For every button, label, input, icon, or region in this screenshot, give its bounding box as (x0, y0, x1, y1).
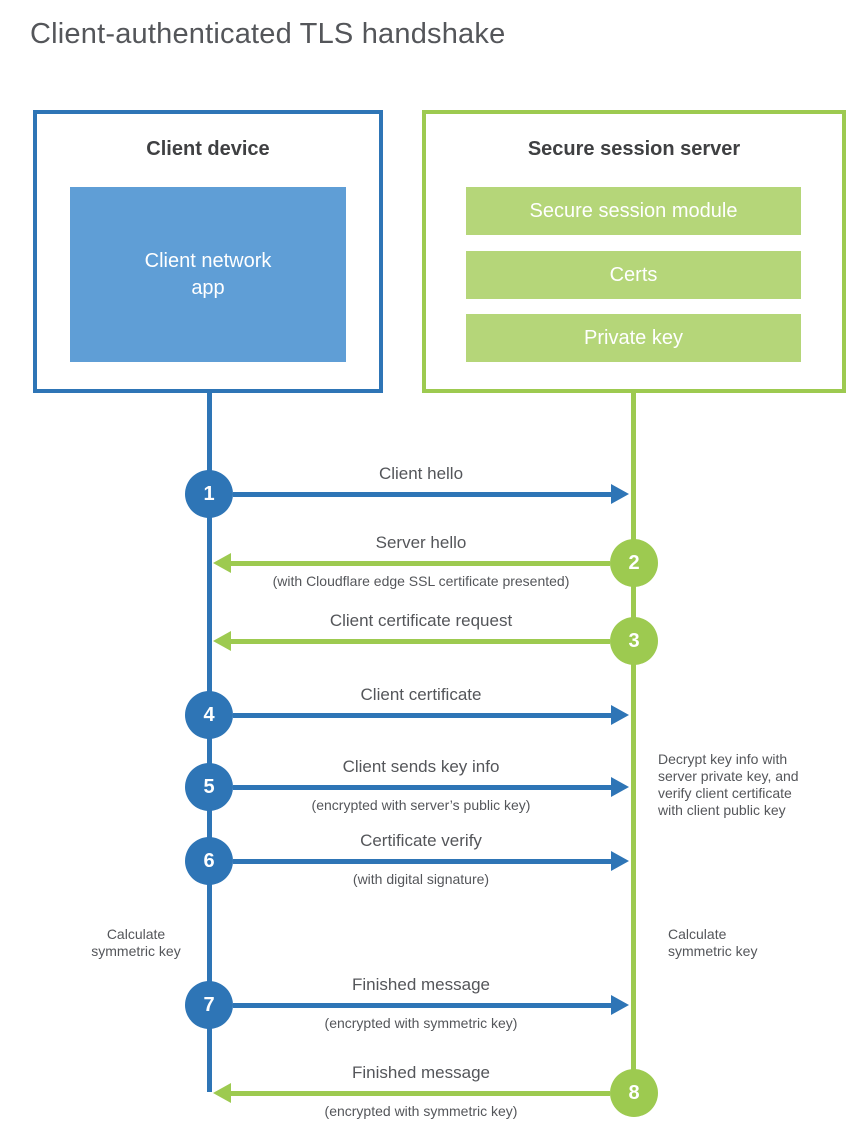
step-8-label: Finished message (352, 1063, 490, 1082)
step-6-badge: 6 (185, 837, 233, 885)
step-2-arrowhead-icon (213, 553, 231, 573)
step-2-badge: 2 (610, 539, 658, 587)
step-2-label: Server hello (375, 533, 467, 552)
step-6-arrowhead-icon (611, 851, 629, 871)
step-6-label: Certificate verify (360, 831, 482, 850)
step-8-badge: 8 (610, 1069, 658, 1117)
step-1-badge: 1 (185, 470, 233, 518)
client-device-heading: Client device (146, 138, 270, 160)
step-1-label: Client hello (378, 464, 464, 483)
step-5-badge: 5 (185, 763, 233, 811)
step-1-arrowhead-icon (611, 484, 629, 504)
server-module-private-key: Private key (466, 314, 801, 362)
step-5-arrow-shaft (233, 785, 611, 790)
step-3-arrowhead-icon (213, 631, 231, 651)
step-5-arrowhead-icon (611, 777, 629, 797)
step-5-sublabel: (encrypted with server’s public key) (311, 797, 531, 813)
step-8-arrowhead-icon (213, 1083, 231, 1103)
server-lifeline (631, 393, 636, 1093)
secure-session-server-heading: Secure session server (527, 138, 741, 160)
note-server-decrypt: Decrypt key info with server private key… (658, 751, 799, 818)
step-4-badge: 4 (185, 691, 233, 739)
note-server-calculate-symmetric-key: Calculate symmetric key (668, 926, 758, 959)
client-network-app-box: Client network app (70, 187, 346, 362)
step-5-label: Client sends key info (342, 757, 500, 776)
step-6-sublabel: (with digital signature) (352, 871, 490, 887)
step-4-arrowhead-icon (611, 705, 629, 725)
step-2-arrow-shaft (230, 561, 610, 566)
step-4-arrow-shaft (233, 713, 611, 718)
server-module-certs: Certs (466, 251, 801, 299)
step-8-arrow-shaft (230, 1091, 610, 1096)
step-4-label: Client certificate (360, 685, 482, 704)
server-module-secure-session: Secure session module (466, 187, 801, 235)
step-3-arrow-shaft (230, 639, 610, 644)
step-1-arrow-shaft (233, 492, 611, 497)
step-6-arrow-shaft (233, 859, 611, 864)
note-client-calculate-symmetric-key: Calculate symmetric key (91, 926, 181, 959)
client-lifeline (207, 393, 212, 1092)
page-title: Client-authenticated TLS handshake (30, 18, 506, 50)
client-device-box: Client device Client network app (33, 110, 383, 393)
step-2-sublabel: (with Cloudflare edge SSL certificate pr… (272, 573, 570, 589)
secure-session-server-box: Secure session server Secure session mod… (422, 110, 846, 393)
step-7-badge: 7 (185, 981, 233, 1029)
step-7-sublabel: (encrypted with symmetric key) (324, 1015, 518, 1031)
step-8-sublabel: (encrypted with symmetric key) (324, 1103, 518, 1119)
step-3-label: Client certificate request (329, 611, 513, 630)
step-7-arrowhead-icon (611, 995, 629, 1015)
step-3-badge: 3 (610, 617, 658, 665)
step-7-arrow-shaft (233, 1003, 611, 1008)
step-7-label: Finished message (352, 975, 490, 994)
